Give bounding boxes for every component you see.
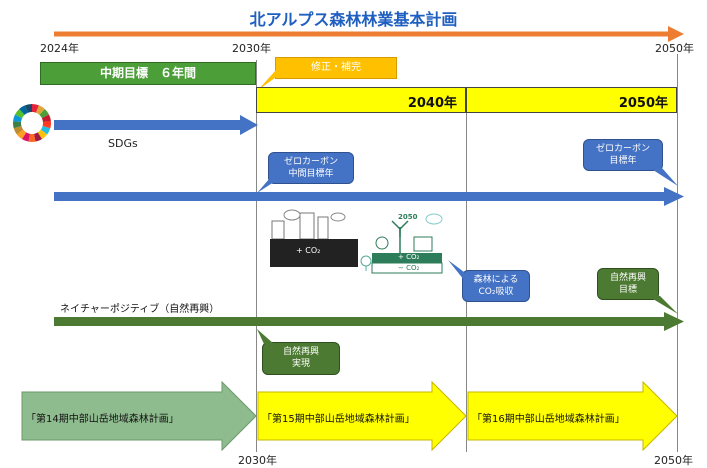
nature-final-callout: 自然再興 目標 — [597, 268, 659, 300]
sdgs-label: SDGs — [108, 137, 138, 150]
guide-line-2030 — [256, 60, 257, 452]
forest-co2-callout: 森林による CO₂吸収 — [462, 270, 530, 302]
plan-15-label: 「第15期中部山岳地域森林計画」 — [262, 414, 415, 425]
sdgs-wheel-segment — [32, 104, 39, 113]
midterm-goal-bar: 中期目標 ６年間 — [40, 62, 256, 85]
sdgs-wheel-segment — [13, 114, 23, 122]
sdgs-wheel-segment — [19, 105, 29, 115]
carbon-illustration — [270, 209, 443, 274]
timeline-end-label: 2050年 — [655, 42, 694, 55]
sdgs-wheel-segment — [28, 133, 36, 142]
midterm-goal-label: 中期目標 ６年間 — [99, 66, 196, 80]
page-title: 北アルプス森林林業基本計画 — [249, 10, 458, 29]
nature-mid-callout: 自然再興 実現 — [262, 342, 340, 375]
sdgs-wheel-segment — [16, 129, 27, 140]
bottom-axis-2050: 2050年 — [654, 454, 693, 467]
review-pointer — [258, 70, 286, 90]
sdgs-wheel-segment — [34, 132, 43, 142]
nature-mid-pointer — [257, 329, 274, 344]
nature-final-pointer — [648, 296, 678, 314]
timeline-start-label: 2024年 — [40, 42, 79, 55]
sdgs-wheel-segment — [35, 105, 45, 115]
illustration-right-bottom-label: − CO₂ — [398, 264, 420, 272]
zerocarbon-mid-pointer — [257, 178, 280, 193]
plan-arrows — [21, 380, 678, 452]
sdgs-logo-icon — [13, 104, 52, 142]
sdgs-arrow — [54, 115, 258, 135]
year-bar-2040: 2040年 — [256, 87, 466, 113]
illustration-right-top-label: + CO₂ — [398, 253, 420, 261]
forest-co2-pointer — [448, 260, 464, 280]
sdgs-wheel-segment — [13, 121, 22, 129]
guide-line-2050 — [677, 54, 678, 452]
sdgs-wheel-segment — [41, 114, 51, 122]
year-bar-2050: 2050年 — [466, 87, 677, 113]
bottom-axis-2030: 2030年 — [238, 454, 277, 467]
nature-positive-label: ネイチャーポジティブ（自然再興） — [60, 304, 220, 315]
illustration-year-label: 2050 — [398, 213, 418, 221]
zerocarbon-arrow — [54, 187, 684, 206]
timeline-mid-label: 2030年 — [232, 42, 271, 55]
sdgs-wheel-segment — [40, 126, 51, 135]
plan-16-label: 「第16期中部山岳地域森林計画」 — [472, 414, 625, 425]
sdgs-wheel-segment — [25, 104, 32, 113]
sdgs-wheel-segment — [14, 108, 25, 119]
sdgs-wheel-segment — [37, 129, 48, 140]
sdgs-wheel-segment — [13, 126, 24, 135]
review-label: 修正・補完 — [311, 62, 361, 73]
sdgs-wheel-segment — [21, 132, 30, 142]
nature-positive-arrow — [54, 312, 684, 331]
zerocarbon-final-callout: ゼロカーボン 目標年 — [583, 139, 663, 171]
plan-14-label: 「第14期中部山岳地域森林計画」 — [26, 414, 179, 425]
guide-line-2040 — [466, 87, 467, 452]
sdgs-wheel-segment — [39, 108, 50, 119]
illustration-left-label: + CO₂ — [296, 246, 321, 255]
review-box: 修正・補完 — [275, 57, 397, 79]
zerocarbon-final-pointer — [650, 168, 678, 186]
zerocarbon-mid-callout: ゼロカーボン 中間目標年 — [268, 152, 354, 184]
sdgs-wheel-segment — [42, 121, 52, 129]
